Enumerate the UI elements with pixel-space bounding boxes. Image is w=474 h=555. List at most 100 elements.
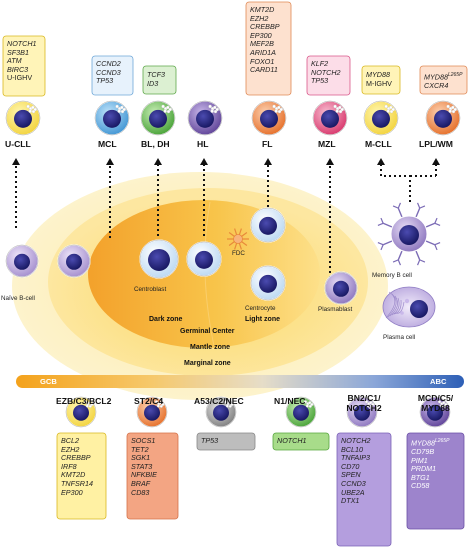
gene: MYD88 <box>411 438 435 448</box>
gene: NOTCH1 <box>277 436 307 445</box>
gene: NOTCH2 <box>311 67 341 77</box>
gene: CCND3 <box>341 478 366 488</box>
lymphoma-label-m-cll: M-CLL <box>365 139 392 149</box>
label-light-zone: Light zone <box>245 316 280 323</box>
subtype-label-bn2: BN2/C1/ NOTCH2 <box>337 393 391 413</box>
gene: ARID1A <box>250 47 276 57</box>
gene: PRDM1 <box>411 464 437 474</box>
label-fdc: FDC <box>232 250 245 257</box>
gene: SOCS1 <box>131 436 156 445</box>
gene: ATM <box>7 56 22 66</box>
gene: TCF3 <box>147 70 165 79</box>
subtype-name-line1: MCD/C5/ <box>417 393 454 403</box>
lymphoma-label-mcl: MCL <box>98 139 117 149</box>
subtype-label-mcd: MCD/C5/ MYD88 <box>407 393 464 413</box>
gene: CARD11 <box>250 65 278 75</box>
subtype-label-a53: A53/C2/NEC <box>194 396 244 406</box>
gene-list-mcd: MYD88L265P CD79B PIM1 PRDM1 BTG1 CD58 <box>407 434 464 494</box>
dark-zone-cell <box>186 241 222 277</box>
gene-list-bl-dh: TCF3 ID3 <box>143 68 176 91</box>
gene: SF3B1 <box>7 47 29 57</box>
centrocyte-cell-upper <box>250 207 286 243</box>
gene-list-lpl-wm: MYD88L265P CXCR4 <box>420 68 467 94</box>
gene: EP300 <box>61 487 83 497</box>
gene: CD70 <box>341 461 360 471</box>
subtype-name-line1: BN2/C1/ <box>347 393 381 403</box>
gene: PIM1 <box>411 455 428 465</box>
lymphoma-cell-fl <box>251 100 287 136</box>
gene: EP300 <box>250 30 272 40</box>
subtype-label-n1: N1/NEC <box>274 396 306 406</box>
lymphoma-label-u-cll: U-CLL <box>5 139 31 149</box>
gene-list-mzl: KLF2 NOTCH2 TP53 <box>307 57 350 89</box>
lymphoma-cell-mzl <box>312 100 348 136</box>
gene: UBE2A <box>341 487 365 497</box>
plasma-cell <box>382 286 436 328</box>
lymphoma-cell-bl-dh <box>140 100 176 136</box>
gene: BCL10 <box>341 444 363 454</box>
gene-with-superscript: MYD88L265P <box>424 71 463 82</box>
cells <box>5 100 461 428</box>
gene: MYD88 <box>366 70 390 79</box>
gene-superscript: L265P <box>447 72 463 78</box>
gene: CD83 <box>131 487 150 497</box>
lymphoma-cell-m-cll <box>363 100 399 136</box>
fdc-cell <box>227 228 249 250</box>
arrows <box>15 163 437 278</box>
gene-list-u-cll: NOTCH1 SF3B1 ATM BIRC3 U-IGHV <box>3 37 45 86</box>
gene: TP53 <box>311 76 329 86</box>
gene: TP53 <box>201 436 219 445</box>
lymphoma-cell-lpl-wm <box>425 100 461 136</box>
gene-list-n1: NOTCH1 <box>273 434 329 449</box>
subtype-cell-a53 <box>205 396 237 428</box>
gene: NOTCH1 <box>7 39 37 48</box>
gene-list-bn2: NOTCH2 BCL10 TNFAIP3 CD70 SPEN CCND3 UBE… <box>337 434 391 509</box>
gene: BRAF <box>131 478 151 488</box>
gene: CREBBP <box>61 453 91 463</box>
gene: SPEN <box>341 470 361 480</box>
lymphoma-cell-mcl <box>94 100 130 136</box>
gene: CXCR4 <box>424 80 449 90</box>
lymphoma-label-lpl-wm: LPL/WM <box>419 139 453 149</box>
gene: CCND3 <box>96 67 121 77</box>
subtype-name-line2: MYD88 <box>421 403 450 413</box>
gene-list-ezb: BCL2 EZH2 CREBBP IRF8 KMT2D TNFSR14 EP30… <box>57 434 106 500</box>
gene-list-mcl: CCND2 CCND3 TP53 <box>92 57 133 89</box>
gene: M-IGHV <box>366 78 392 88</box>
label-plasmablast: Plasmablast <box>318 306 353 313</box>
gene: U-IGHV <box>7 73 33 83</box>
gene: BCL2 <box>61 436 79 445</box>
gene: EZH2 <box>61 444 80 454</box>
gene: DTX1 <box>341 496 360 506</box>
mantle-b-cell <box>57 244 91 278</box>
subtype-name-line2: NOTCH2 <box>346 403 382 413</box>
gene: STAT3 <box>131 461 153 471</box>
gene: FOXO1 <box>250 56 275 66</box>
label-naive-b-cell: Naïve B-cell <box>1 295 35 302</box>
subtype-cell-bn2 <box>346 396 378 428</box>
gene: IRF8 <box>61 461 77 471</box>
centroblast-cell <box>139 239 179 279</box>
gene: CD58 <box>411 481 430 491</box>
naive-b-cell <box>5 244 39 278</box>
subtype-label-st2: ST2/C4 <box>134 396 164 406</box>
gene: NFKBIE <box>131 470 157 480</box>
gcb-abc-gradient-bar <box>16 375 464 388</box>
lymphoma-cell-u-cll <box>5 100 41 136</box>
gene: NOTCH2 <box>341 436 371 445</box>
subtype-cell-n1 <box>285 396 317 428</box>
label-centroblast: Centroblast <box>134 286 167 293</box>
gene: MEF2B <box>250 39 274 49</box>
centrocyte-cell <box>250 265 286 301</box>
subtype-cell-ezb <box>65 396 97 428</box>
subtype-cell-mcd <box>419 396 451 428</box>
bar-label-abc: ABC <box>430 377 447 386</box>
bar-label-gcb: GCB <box>40 377 57 386</box>
gene: TET2 <box>131 444 149 454</box>
gene-list-m-cll: MYD88 M-IGHV <box>362 68 400 91</box>
gene: KMT2D <box>61 470 86 480</box>
gene: CREBBP <box>250 22 280 32</box>
gene: SGK1 <box>131 453 151 463</box>
gene: BTG1 <box>411 472 430 482</box>
